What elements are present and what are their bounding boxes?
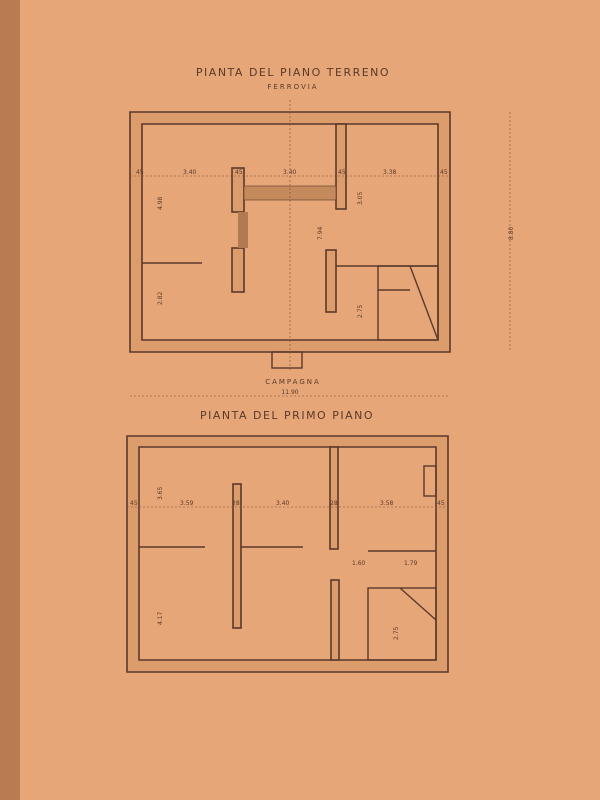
dim-label: 3.05 (357, 191, 364, 205)
fireplace (423, 465, 437, 497)
staircase (367, 587, 437, 661)
first-floor-plan: PIANTA DEL PRIMO PIANO 45 3.59 28 3.40 2… (126, 409, 449, 673)
dim-label: 28 (232, 500, 240, 507)
entrance-step (271, 351, 303, 369)
dim-label: 2.75 (393, 626, 400, 640)
dim-label: 45 (440, 169, 448, 176)
dim-label: 3.40 (283, 169, 297, 176)
south-label: CAMPAGNA (265, 378, 321, 386)
dim-label: 4.98 (157, 196, 164, 210)
dim-label: 3.40 (183, 169, 197, 176)
fireplace-hatch (238, 212, 248, 248)
page-edge (0, 0, 20, 800)
dim-label: 2.75 (357, 304, 364, 318)
dim-label: 45 (338, 169, 346, 176)
dim-label: 45 (437, 500, 445, 507)
ground-floor-plan: PIANTA DEL PIANO TERRENO FERROVIA 45 3.4… (129, 66, 515, 397)
dim-label: 45 (235, 169, 243, 176)
pillar (231, 247, 245, 293)
dim-label: 8.80 (508, 226, 515, 240)
dim-label: 2.82 (157, 291, 164, 305)
stair-diagonal (409, 265, 439, 341)
dim-label: 28 (330, 500, 338, 507)
dim-label: 7.94 (317, 226, 324, 240)
first-floor-title: PIANTA DEL PRIMO PIANO (200, 409, 374, 422)
dim-label: 3.58 (380, 500, 394, 507)
stair-diagonal (399, 587, 437, 621)
interior-wall (329, 446, 339, 550)
dim-label: 1.79 (404, 560, 418, 567)
dim-label: 45 (130, 500, 138, 507)
dim-label: 3.65 (157, 486, 164, 500)
dim-label: 45 (136, 169, 144, 176)
dim-label: 3.59 (180, 500, 194, 507)
staircase (377, 265, 439, 341)
dim-label: 1.60 (352, 560, 366, 567)
interior-wall (232, 483, 242, 629)
interior-wall (335, 123, 347, 210)
dim-label: 3.40 (276, 500, 290, 507)
north-label: FERROVIA (267, 83, 318, 91)
dim-label: 11.90 (281, 389, 298, 396)
interior-wall (330, 579, 340, 661)
dim-label: 4.17 (157, 611, 164, 625)
interior-wall (325, 249, 337, 313)
dim-label: 3.38 (383, 169, 397, 176)
ground-floor-title: PIANTA DEL PIANO TERRENO (196, 66, 390, 79)
